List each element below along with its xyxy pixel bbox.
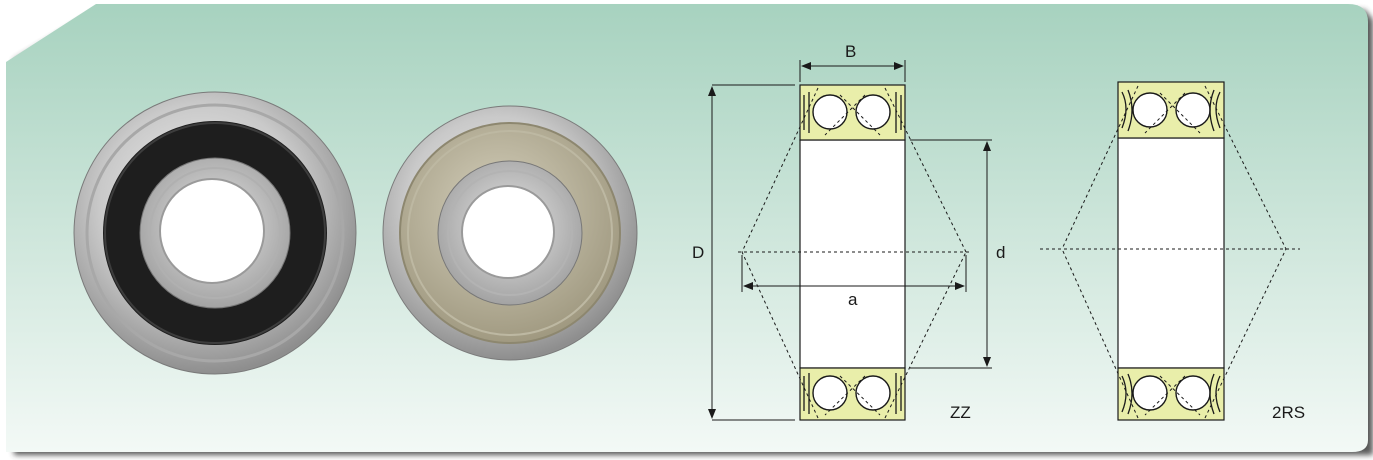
panel-background (6, 4, 1368, 452)
bore-hole (159, 178, 265, 284)
ball (855, 375, 891, 411)
inner-diameter-label: d (996, 243, 1006, 262)
ball (855, 94, 891, 130)
2rs-cross-section (1040, 81, 1300, 421)
ball (1175, 375, 1211, 411)
shielded-bearing-photo (382, 105, 638, 361)
ball (812, 94, 848, 130)
width-label: B (845, 42, 857, 61)
ball (1132, 375, 1168, 411)
ball (1132, 92, 1168, 128)
zz-cross-section (708, 60, 992, 421)
pressure-distance-label: a (848, 290, 858, 309)
bore-hole (461, 185, 555, 279)
sealed-bearing-photo (73, 91, 357, 375)
zz-variant-label: ZZ (950, 403, 971, 422)
outer-diameter-label: D (692, 243, 705, 262)
ball (812, 375, 848, 411)
2rs-variant-label: 2RS (1272, 403, 1306, 422)
ball (1175, 92, 1211, 128)
